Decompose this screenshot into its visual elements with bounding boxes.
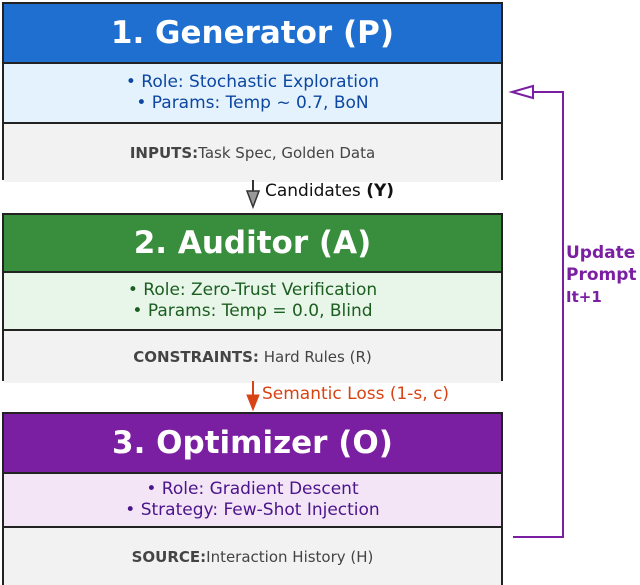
update-label: Update — [566, 243, 636, 263]
auditor-constraints-value: Hard Rules (R) — [263, 348, 372, 366]
auditor-role: • Role: Zero-Trust Verification — [127, 280, 378, 300]
generator-title: 1. Generator (P) — [4, 4, 501, 64]
generator-params: • Params: Temp ~ 0.7, BoN — [136, 93, 369, 113]
optimizer-details: • Role: Gradient Descent • Strategy: Few… — [4, 474, 501, 528]
auditor-title: 2. Auditor (A) — [4, 215, 501, 273]
generator-block: 1. Generator (P) • Role: Stochastic Expl… — [2, 2, 503, 182]
optimizer-strategy: • Strategy: Few-Shot Injection — [125, 500, 380, 520]
generator-inputs-value: Task Spec, Golden Data — [198, 144, 376, 162]
generator-details: • Role: Stochastic Exploration • Params:… — [4, 64, 501, 124]
optimizer-block: 3. Optimizer (O) • Role: Gradient Descen… — [2, 412, 503, 585]
auditor-constraints-key: CONSTRAINTS: — [133, 348, 259, 366]
prompt-label: Prompt — [566, 265, 637, 285]
semantic-loss-label: Semantic Loss (1-s, c) — [262, 384, 450, 404]
optimizer-source-value: Interaction History (H) — [206, 547, 374, 566]
candidates-label: Candidates (Y) — [265, 181, 395, 201]
generator-inputs: INPUTS:Task Spec, Golden Data — [4, 124, 501, 182]
generator-role: • Role: Stochastic Exploration — [125, 72, 380, 92]
auditor-block: 2. Auditor (A) • Role: Zero-Trust Verifi… — [2, 213, 503, 383]
semantic-loss-arrow — [246, 381, 260, 412]
auditor-params: • Params: Temp = 0.0, Blind — [132, 301, 373, 321]
auditor-details: • Role: Zero-Trust Verification • Params… — [4, 273, 501, 331]
optimizer-source: SOURCE:Interaction History (H) — [4, 528, 501, 585]
optimizer-role: • Role: Gradient Descent — [146, 479, 359, 499]
auditor-constraints: CONSTRAINTS: Hard Rules (R) — [4, 331, 501, 383]
generator-inputs-key: INPUTS: — [129, 144, 199, 162]
candidates-arrow — [245, 180, 261, 210]
optimizer-source-key: SOURCE: — [131, 547, 207, 566]
optimizer-title: 3. Optimizer (O) — [4, 414, 501, 474]
iteration-label: It+1 — [566, 288, 602, 306]
feedback-loop-arrow — [508, 84, 564, 538]
candidates-symbol: (Y) — [366, 181, 395, 201]
